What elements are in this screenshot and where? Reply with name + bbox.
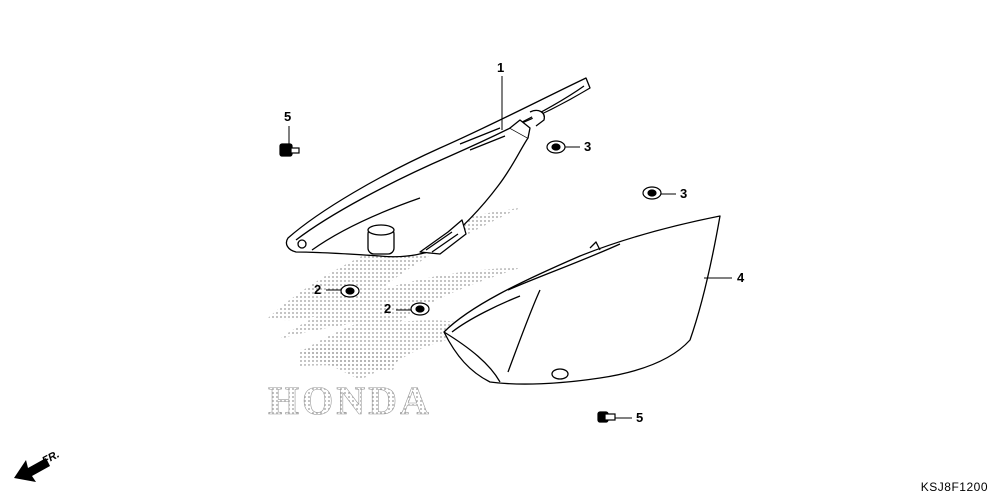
- callout-4: 4: [737, 270, 745, 285]
- callout-3-grommet-b: 3: [680, 186, 688, 201]
- part-1-frame-cover: [285, 77, 591, 258]
- leader-lines: [288, 76, 732, 419]
- front-direction-arrow-icon: [14, 458, 50, 482]
- honda-wordmark-watermark: HONDA: [268, 378, 432, 423]
- callout-2-grommet-a: 2: [314, 282, 322, 297]
- callout-3-grommet-a: 3: [584, 139, 592, 154]
- part-5-bolt-a: [279, 143, 300, 157]
- part-2-grommet-a: [340, 284, 360, 298]
- part-5-bolt-b: [597, 411, 616, 423]
- part-2-grommet-b: [410, 302, 430, 316]
- diagram-code: KSJ8F1200: [920, 480, 988, 494]
- callout-1: 1: [497, 60, 505, 75]
- part-4-side-cover: [443, 215, 721, 385]
- part-3-grommet-a: [546, 140, 566, 154]
- part-3-grommet-b: [642, 186, 662, 200]
- callout-5-bolt-b: 5: [636, 410, 644, 425]
- callout-5-bolt-a: 5: [284, 109, 292, 124]
- callout-2-grommet-b: 2: [384, 301, 392, 316]
